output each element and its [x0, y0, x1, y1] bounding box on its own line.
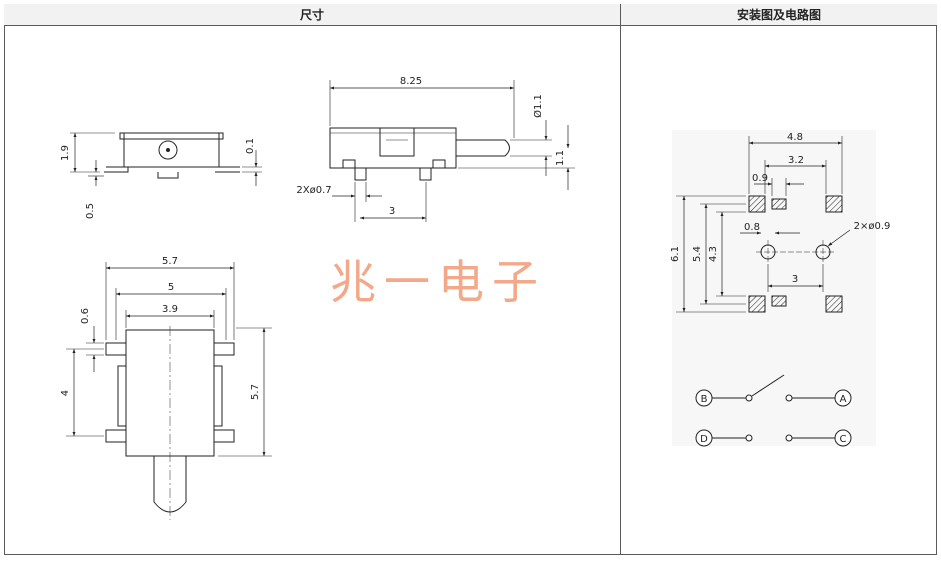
top-pad-left — [342, 159, 356, 169]
dim-top-length: 8.25 — [400, 76, 422, 87]
front-lead-bl — [105, 429, 127, 443]
label-d: D — [700, 434, 708, 445]
side-leads — [104, 166, 240, 173]
dim-top-pin-pitch: 3 — [389, 206, 395, 217]
top-actuator — [456, 139, 510, 157]
side-actuator-circle — [158, 140, 178, 160]
pad-bl-small — [771, 295, 787, 307]
top-pad-right — [432, 159, 446, 169]
pcb-layout — [676, 136, 851, 313]
side-body — [123, 132, 220, 168]
dim-pcb-hole-dia: 2×ø0.9 — [854, 221, 891, 232]
dim-front-pitch: 4 — [60, 390, 71, 396]
dim-pcb-height-outer: 6.1 — [670, 246, 681, 262]
front-side-l — [117, 365, 127, 427]
side-view — [70, 132, 262, 186]
dim-front-height: 5.7 — [250, 384, 261, 400]
side-top-rim — [119, 132, 224, 140]
top-pins — [354, 168, 432, 181]
front-view — [66, 262, 272, 520]
dim-side-height: 1.9 — [60, 145, 71, 161]
dim-front-width-mid: 5 — [168, 282, 174, 293]
dim-top-actuator-dia: Ø1.1 — [532, 94, 544, 118]
pad-tl — [748, 195, 766, 213]
label-c: C — [840, 434, 847, 445]
top-slider — [379, 127, 415, 157]
watermark-text: 兆一电子 — [330, 255, 546, 309]
switch-lever — [751, 374, 785, 397]
front-side-r — [213, 365, 223, 427]
dim-front-width-body: 3.9 — [162, 304, 178, 315]
circuit-diagram — [695, 374, 852, 447]
dim-front-width-outer: 5.7 — [162, 256, 178, 267]
dim-pcb-hole-pitch: 3 — [792, 274, 798, 285]
dim-front-lead-w: 0.6 — [80, 308, 91, 324]
front-actuator — [153, 456, 187, 513]
dim-side-lead: 0.1 — [245, 138, 256, 154]
contact-d — [745, 434, 753, 442]
dim-pcb-height-inner: 4.3 — [708, 246, 719, 262]
dim-pcb-hole-gap: 0.8 — [744, 222, 760, 233]
top-view — [329, 80, 575, 222]
header-install-circuit: 安装图及电路图 — [621, 4, 937, 26]
header-dimensions: 尺寸 — [4, 4, 621, 26]
switch-contact-left — [745, 394, 753, 402]
switch-contact-right — [785, 394, 793, 402]
dim-pcb-inner: 3.2 — [788, 155, 804, 166]
front-lead-tl — [105, 342, 127, 356]
contact-c — [785, 434, 793, 442]
dim-side-foot: 0.5 — [85, 203, 96, 219]
side-stem — [157, 172, 179, 179]
pad-bl — [748, 295, 766, 313]
pad-tl-small — [771, 198, 787, 210]
side-actuator-center — [166, 148, 170, 152]
top-body — [329, 127, 457, 169]
pad-br — [825, 295, 843, 313]
dim-pcb-width: 4.8 — [787, 132, 803, 143]
dim-pcb-pad: 0.9 — [752, 173, 768, 184]
dim-pcb-height-mid: 5.4 — [692, 246, 703, 262]
label-a: A — [840, 394, 847, 405]
pad-tr — [825, 195, 843, 213]
dim-top-actuator-offset: 1.1 — [555, 150, 566, 166]
dim-top-pins: 2Xø0.7 — [296, 185, 331, 196]
front-lead-br — [213, 429, 235, 443]
front-lead-tr — [213, 342, 235, 356]
label-b: B — [701, 394, 708, 405]
column-divider — [620, 4, 621, 555]
